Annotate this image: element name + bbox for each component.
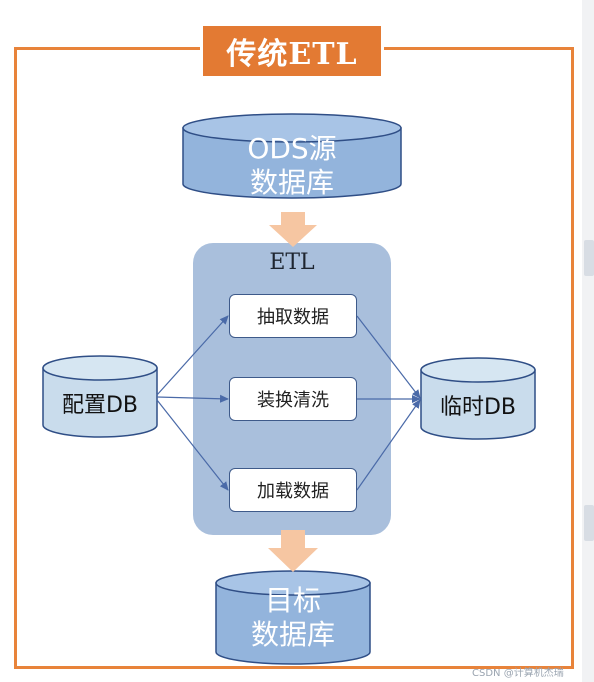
connector-config-to-load [156, 399, 229, 491]
connector-load-to-temp [356, 399, 421, 491]
diagram-title: 传统ETL [200, 23, 384, 79]
ods-source-db-label: ODS源 数据库 [183, 132, 401, 199]
target-db-line2: 数据库 [250, 617, 335, 651]
flow-arrow-out-of-etl [268, 530, 318, 572]
etl-label: ETL [269, 250, 315, 275]
temp-db-cylinder [420, 357, 536, 440]
connector-config-to-extract [156, 315, 229, 396]
temp-db-label: 临时DB [439, 395, 517, 420]
step-load-data: 加载数据 [229, 468, 357, 512]
step-transform-clean: 装换清洗 [229, 377, 357, 421]
flow-arrow-into-etl [269, 212, 317, 247]
watermark: CSDN @计算机杰瑞 [472, 668, 564, 679]
ods-source-db-cylinder [182, 113, 402, 199]
step-extract-data: 抽取数据 [229, 294, 357, 338]
config-db-label: 配置DB [61, 393, 139, 418]
ods-source-db-line2: 数据库 [249, 165, 334, 199]
connector-config-to-transform [156, 394, 229, 403]
target-db-label: 目标 数据库 [216, 584, 370, 651]
right-edge-mark [584, 240, 594, 276]
config-db-cylinder [42, 355, 158, 438]
target-db-line1: 目标 [264, 584, 321, 617]
ods-source-db-line1: ODS源 [247, 132, 337, 165]
right-edge-mark [584, 505, 594, 541]
connector-extract-to-temp [356, 315, 421, 399]
